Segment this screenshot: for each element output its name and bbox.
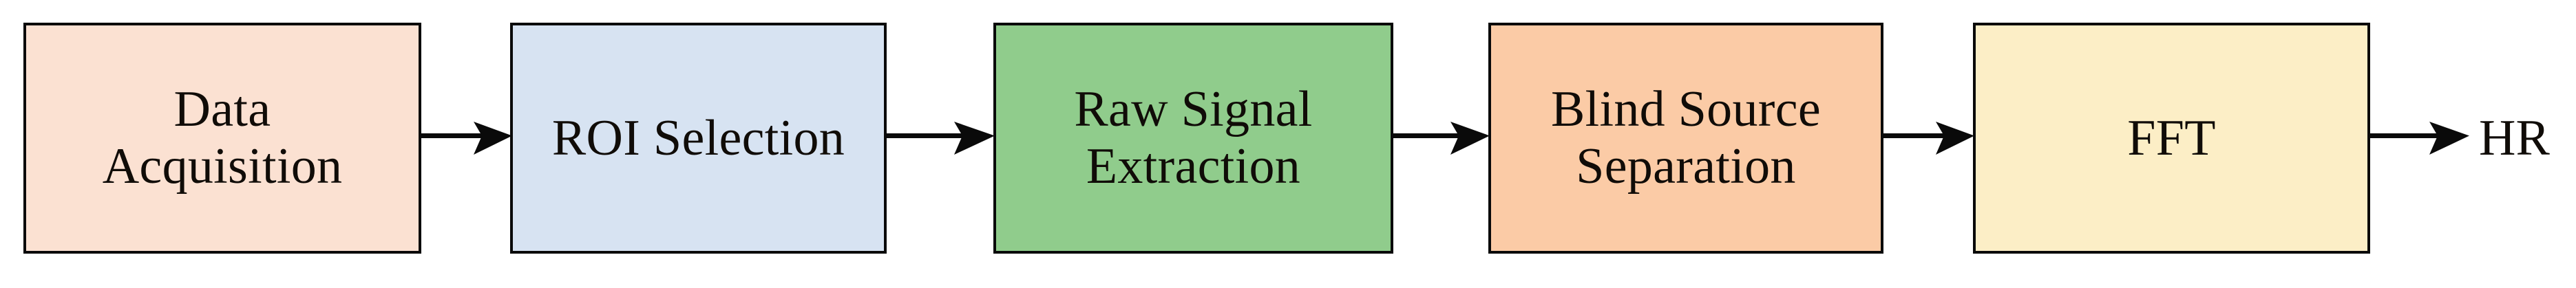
stage-blind-source-separation[interactable]: Blind Source Separation <box>1488 23 1883 254</box>
stage-blind-source-separation-label: Blind Source Separation <box>1550 81 1822 195</box>
stage-data-acquisition[interactable]: Data Acquisition <box>23 23 421 254</box>
stage-raw-signal-extraction-label: Raw Signal Extraction <box>1074 81 1313 195</box>
arrow-right-icon <box>2369 122 2469 155</box>
stage-roi-selection[interactable]: ROI Selection <box>510 23 887 254</box>
stage-data-acquisition-label: Data Acquisition <box>102 81 343 195</box>
arrow-right-icon <box>885 122 995 155</box>
stage-raw-signal-extraction[interactable]: Raw Signal Extraction <box>993 23 1393 254</box>
arrow-fft-to-heart-rate-output <box>2369 118 2469 159</box>
stage-fft-label: FFT <box>2127 109 2216 166</box>
arrow-roi-selection-to-raw-signal-extraction <box>885 118 995 159</box>
stage-roi-selection-label: ROI Selection <box>551 109 845 166</box>
arrow-blind-source-separation-to-fft <box>1882 118 1974 159</box>
arrow-right-icon <box>1882 122 1974 155</box>
stage-fft[interactable]: FFT <box>1973 23 2370 254</box>
arrow-right-icon <box>1392 122 1490 155</box>
heart-rate-output-label: HR <box>2479 110 2550 166</box>
arrow-data-acquisition-to-roi-selection <box>420 118 512 159</box>
arrow-right-icon <box>420 122 512 155</box>
arrow-raw-signal-extraction-to-blind-source-separation <box>1392 118 1490 159</box>
